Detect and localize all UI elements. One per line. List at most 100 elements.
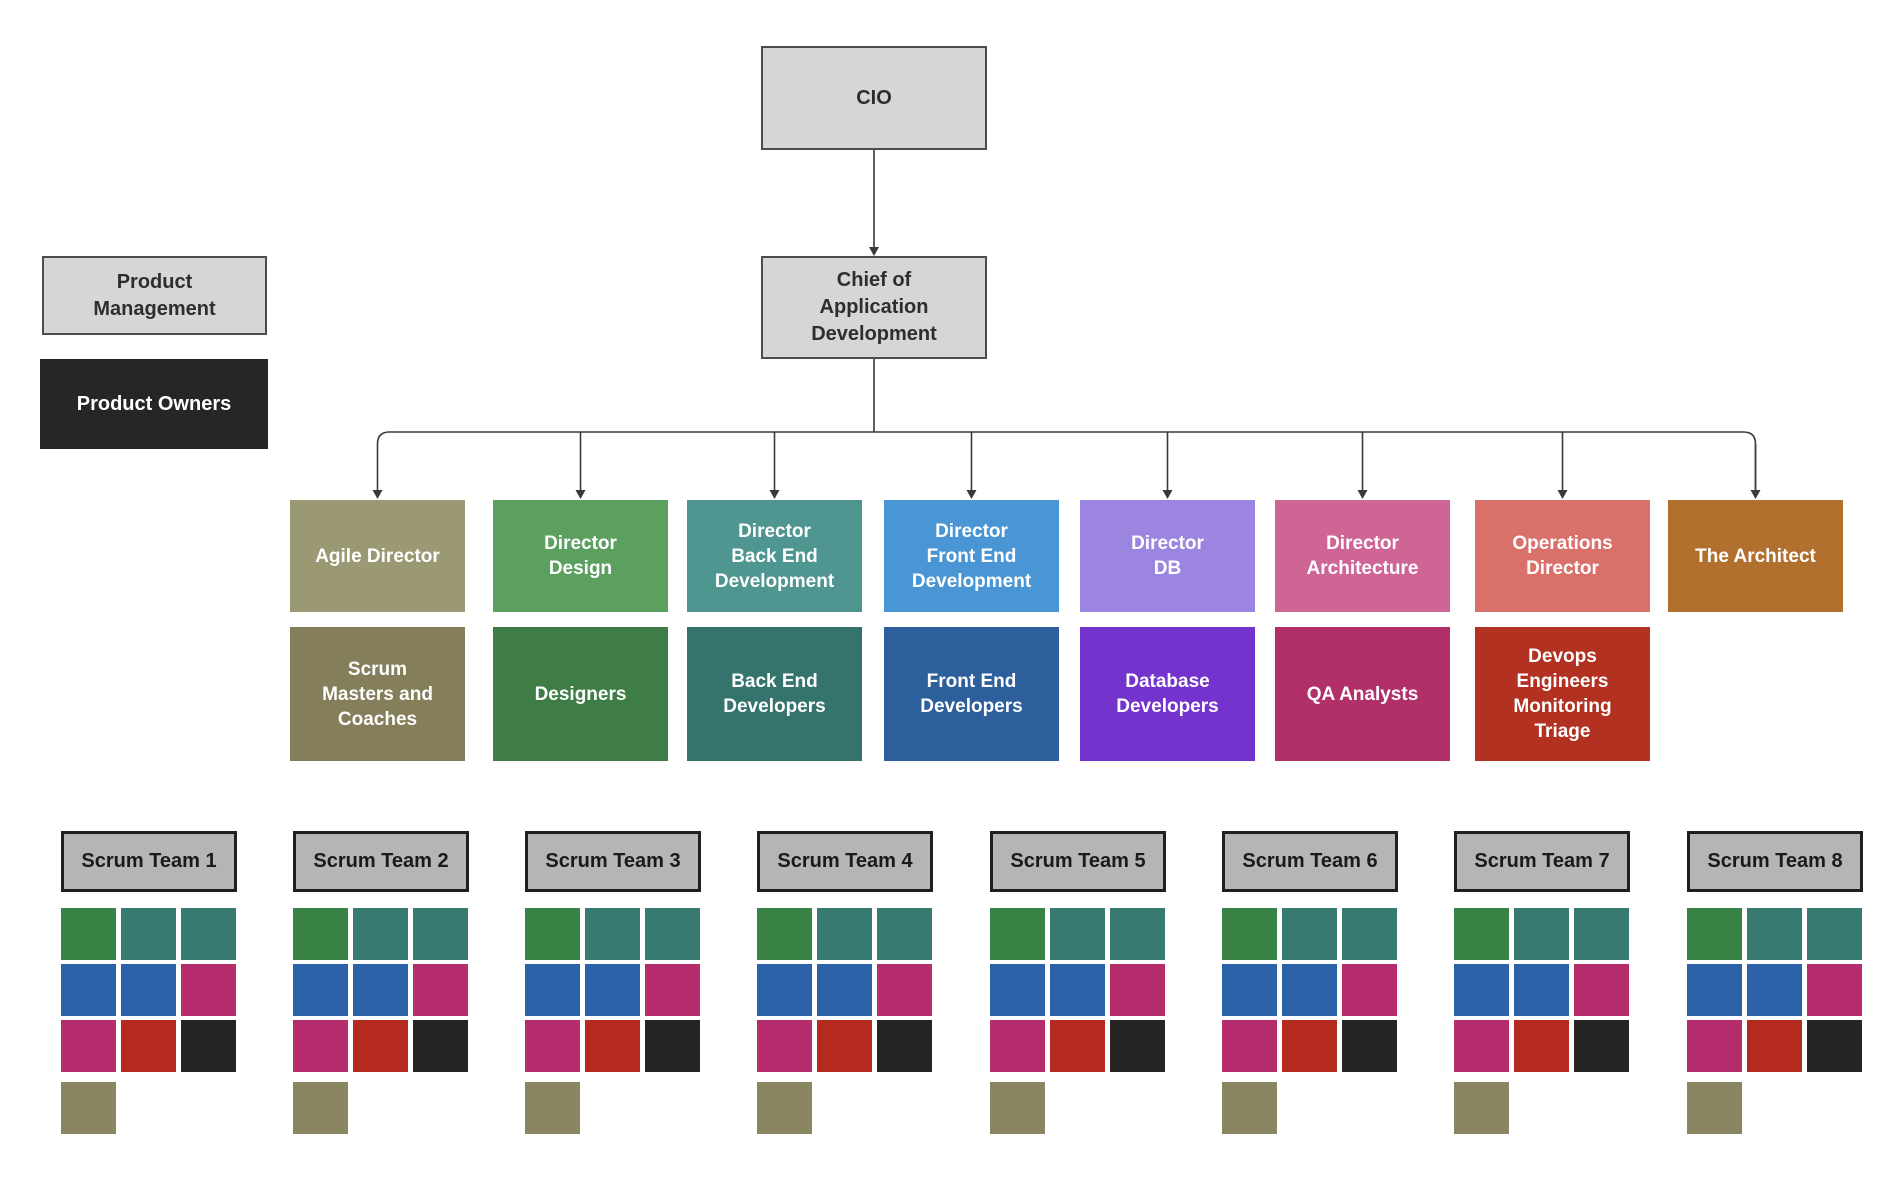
chief-of-application-development-box: Chief of Application Development: [761, 256, 987, 359]
team-member-cell-backend-developer: [1514, 908, 1569, 960]
team-member-cell-backend-developer: [413, 908, 468, 960]
team-member-cell-product-owner: [181, 1020, 236, 1072]
team-member-cell-qa-analyst: [1687, 1020, 1742, 1072]
team-box: Database Developers: [1080, 627, 1255, 761]
team-box: Back End Developers: [687, 627, 862, 761]
team-member-cell-scrum-master: [1687, 1082, 1742, 1134]
cio-box: CIO: [761, 46, 987, 150]
team-member-cell-devops-engineer: [353, 1020, 408, 1072]
team-member-cell-qa-analyst: [1342, 964, 1397, 1016]
team-member-cell-qa-analyst: [1574, 964, 1629, 1016]
team-box: Designers: [493, 627, 668, 761]
team-member-cell-backend-developer: [181, 908, 236, 960]
team-member-cell-frontend-developer: [1514, 964, 1569, 1016]
team-member-cell-designer: [990, 908, 1045, 960]
team-member-cell-product-owner: [877, 1020, 932, 1072]
team-box: Scrum Masters and Coaches: [290, 627, 465, 761]
team-member-cell-designer: [525, 908, 580, 960]
team-member-cell-product-owner: [1574, 1020, 1629, 1072]
product-owners-box: Product Owners: [40, 359, 268, 449]
team-member-cell-scrum-master: [1454, 1082, 1509, 1134]
team-member-cell-designer: [757, 908, 812, 960]
team-member-cell-designer: [61, 908, 116, 960]
team-member-cell-backend-developer: [1110, 908, 1165, 960]
team-member-cell-backend-developer: [121, 908, 176, 960]
team-member-cell-qa-analyst: [1110, 964, 1165, 1016]
team-member-cell-qa-analyst: [181, 964, 236, 1016]
team-member-cell-scrum-master: [525, 1082, 580, 1134]
team-member-cell-product-owner: [1342, 1020, 1397, 1072]
team-member-cell-frontend-developer: [353, 964, 408, 1016]
team-box: Devops Engineers Monitoring Triage: [1475, 627, 1650, 761]
director-box: Director Back End Development: [687, 500, 862, 612]
team-member-cell-backend-developer: [817, 908, 872, 960]
team-member-cell-qa-analyst: [1807, 964, 1862, 1016]
team-member-cell-qa-analyst: [525, 1020, 580, 1072]
team-member-cell-frontend-developer: [1687, 964, 1742, 1016]
team-member-cell-qa-analyst: [1222, 1020, 1277, 1072]
team-member-cell-designer: [1454, 908, 1509, 960]
team-member-cell-qa-analyst: [413, 964, 468, 1016]
team-member-cell-frontend-developer: [585, 964, 640, 1016]
team-member-cell-backend-developer: [1342, 908, 1397, 960]
scrum-team-header: Scrum Team 2: [293, 831, 469, 892]
team-member-cell-designer: [1687, 908, 1742, 960]
product-management-box: Product Management: [42, 256, 267, 335]
team-box: Front End Developers: [884, 627, 1059, 761]
team-member-cell-backend-developer: [645, 908, 700, 960]
team-member-cell-frontend-developer: [1282, 964, 1337, 1016]
team-member-cell-devops-engineer: [121, 1020, 176, 1072]
team-member-cell-frontend-developer: [1050, 964, 1105, 1016]
team-member-cell-scrum-master: [61, 1082, 116, 1134]
team-member-cell-qa-analyst: [877, 964, 932, 1016]
team-member-cell-frontend-developer: [293, 964, 348, 1016]
team-member-cell-frontend-developer: [817, 964, 872, 1016]
scrum-team-header: Scrum Team 8: [1687, 831, 1863, 892]
team-member-cell-scrum-master: [1222, 1082, 1277, 1134]
team-member-cell-devops-engineer: [1050, 1020, 1105, 1072]
team-member-cell-backend-developer: [1807, 908, 1862, 960]
scrum-team-header: Scrum Team 4: [757, 831, 933, 892]
team-member-cell-backend-developer: [1282, 908, 1337, 960]
team-member-cell-scrum-master: [990, 1082, 1045, 1134]
team-member-cell-backend-developer: [1747, 908, 1802, 960]
team-member-cell-frontend-developer: [1222, 964, 1277, 1016]
director-box: Director Design: [493, 500, 668, 612]
team-member-cell-backend-developer: [1574, 908, 1629, 960]
team-member-cell-scrum-master: [757, 1082, 812, 1134]
scrum-team-header: Scrum Team 5: [990, 831, 1166, 892]
scrum-team-header: Scrum Team 7: [1454, 831, 1630, 892]
team-member-cell-devops-engineer: [817, 1020, 872, 1072]
team-member-cell-backend-developer: [353, 908, 408, 960]
team-member-cell-devops-engineer: [1514, 1020, 1569, 1072]
team-member-cell-designer: [293, 908, 348, 960]
scrum-team-header: Scrum Team 1: [61, 831, 237, 892]
team-member-cell-frontend-developer: [525, 964, 580, 1016]
team-member-cell-frontend-developer: [1747, 964, 1802, 1016]
team-member-cell-qa-analyst: [1454, 1020, 1509, 1072]
scrum-team-header: Scrum Team 3: [525, 831, 701, 892]
team-member-cell-frontend-developer: [121, 964, 176, 1016]
team-member-cell-qa-analyst: [645, 964, 700, 1016]
team-box: QA Analysts: [1275, 627, 1450, 761]
team-member-cell-product-owner: [1110, 1020, 1165, 1072]
team-member-cell-backend-developer: [585, 908, 640, 960]
director-box: Operations Director: [1475, 500, 1650, 612]
director-box: Agile Director: [290, 500, 465, 612]
team-member-cell-product-owner: [1807, 1020, 1862, 1072]
director-box: Director DB: [1080, 500, 1255, 612]
team-member-cell-backend-developer: [1050, 908, 1105, 960]
team-member-cell-frontend-developer: [757, 964, 812, 1016]
team-member-cell-qa-analyst: [757, 1020, 812, 1072]
team-member-cell-frontend-developer: [990, 964, 1045, 1016]
director-box: Director Architecture: [1275, 500, 1450, 612]
director-box: The Architect: [1668, 500, 1843, 612]
team-member-cell-backend-developer: [877, 908, 932, 960]
team-member-cell-qa-analyst: [61, 1020, 116, 1072]
team-member-cell-product-owner: [645, 1020, 700, 1072]
scrum-team-header: Scrum Team 6: [1222, 831, 1398, 892]
team-member-cell-devops-engineer: [585, 1020, 640, 1072]
director-box: Director Front End Development: [884, 500, 1059, 612]
team-member-cell-product-owner: [413, 1020, 468, 1072]
